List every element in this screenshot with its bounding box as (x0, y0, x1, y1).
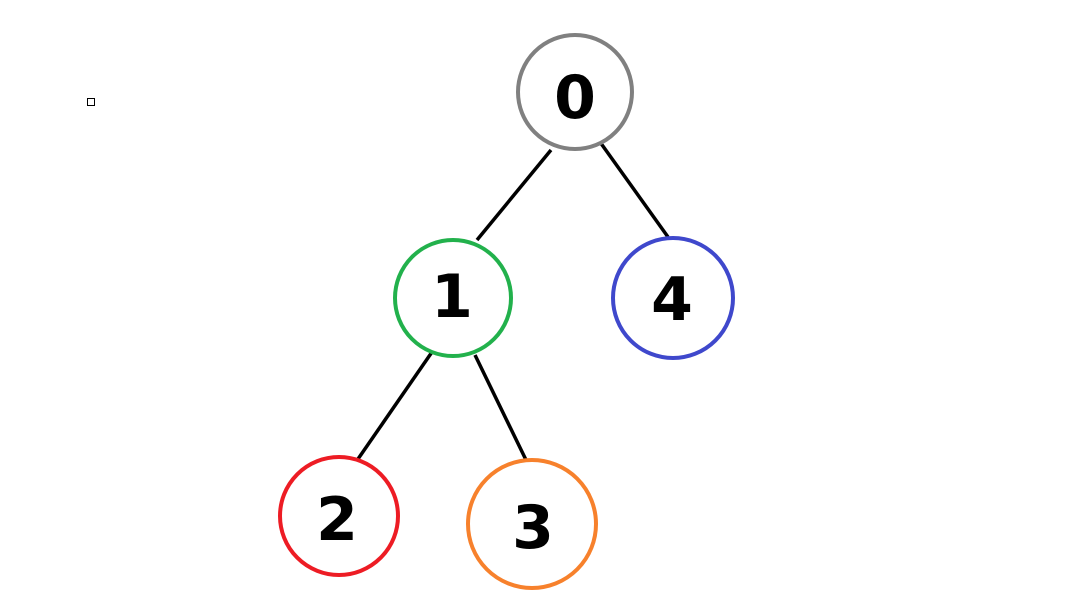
edge-0-4 (598, 140, 670, 239)
node-4-label: 4 (651, 265, 693, 335)
node-3: 3 (466, 458, 598, 590)
node-2: 2 (278, 455, 400, 577)
edge-1-3 (473, 354, 529, 463)
node-3-label: 3 (512, 493, 554, 563)
node-1: 1 (393, 238, 513, 358)
node-2-circle (278, 455, 400, 577)
node-0-label: 0 (554, 63, 596, 133)
edge-0-1 (475, 148, 553, 242)
small-square-marker (87, 98, 95, 106)
node-4: 4 (611, 236, 735, 360)
node-2-label: 2 (316, 485, 358, 555)
nodes-layer: 0 1 4 2 3 (278, 33, 735, 590)
node-1-label: 1 (431, 262, 473, 332)
node-4-circle (611, 236, 735, 360)
node-0: 0 (516, 33, 634, 151)
node-1-circle (393, 238, 513, 358)
node-0-circle (516, 33, 634, 151)
node-3-circle (466, 458, 598, 590)
edge-1-2 (356, 351, 434, 460)
edges-layer (356, 140, 670, 463)
